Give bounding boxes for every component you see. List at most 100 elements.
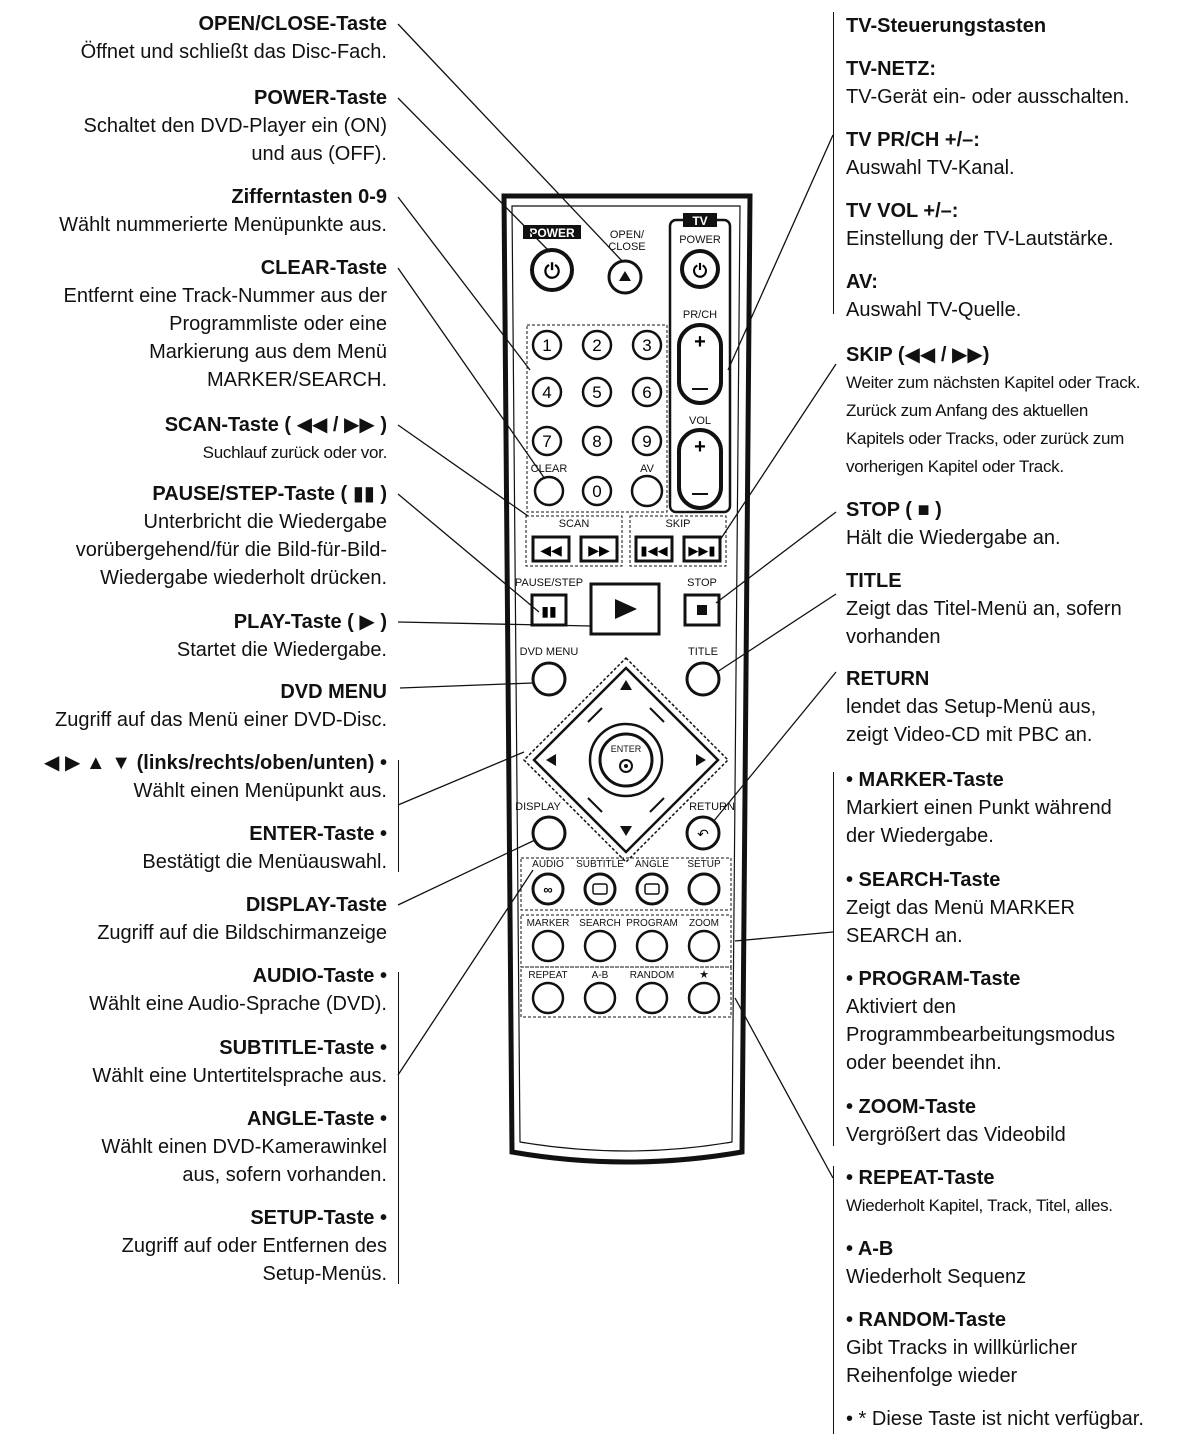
remote-audio-label: AUDIO (532, 859, 564, 870)
arrow-left-icon[interactable] (546, 754, 556, 766)
remote-clear-label: CLEAR (531, 463, 568, 475)
subtitle-button[interactable] (583, 872, 617, 906)
remote-subtitle-label: SUBTITLE (576, 859, 624, 870)
remote-marker-label: MARKER (527, 918, 570, 929)
digit-1-button[interactable] (531, 329, 563, 361)
stop-button[interactable] (683, 593, 721, 627)
digit-2-button[interactable] (581, 329, 613, 361)
label-tv-power: TV-NETZ:TV-Gerät ein- oder ausschalten. (846, 58, 1130, 108)
dvd-menu-button[interactable] (531, 661, 567, 697)
remote-repeat-label: REPEAT (528, 970, 567, 981)
arrow-down-icon[interactable] (620, 826, 632, 836)
remote-vol-label: VOL (689, 415, 711, 427)
prch-rocker[interactable] (677, 323, 723, 405)
subtitle-icon (592, 883, 608, 895)
remote-prch-label: PR/CH (683, 309, 717, 321)
label-stop: STOP ( ■ )Hält die Wiedergabe an. (846, 499, 1061, 549)
av-button[interactable] (630, 474, 664, 508)
digit-5-button[interactable] (581, 376, 613, 408)
stop-icon (697, 605, 707, 615)
remote-av-label: AV (640, 463, 655, 475)
digit-8-label: 8 (592, 432, 601, 451)
label-subtitle: SUBTITLE-Taste •Wählt eine Untertitelspr… (92, 1037, 387, 1087)
svg-text:+: + (694, 331, 706, 353)
tv-power-button[interactable] (680, 249, 720, 289)
scan-forward-button[interactable] (579, 535, 619, 563)
digit-0-button[interactable] (581, 475, 613, 507)
setup-button[interactable] (687, 872, 721, 906)
bracket-repeat-random (833, 1166, 834, 1434)
arrow-up-icon[interactable] (620, 680, 632, 690)
digit-0-label: 0 (592, 482, 601, 501)
angle-button[interactable] (635, 872, 669, 906)
leader-lines (397, 23, 837, 1179)
display-button[interactable] (531, 815, 567, 851)
remote-search-label: SEARCH (579, 918, 621, 929)
skip-back-button[interactable] (634, 535, 674, 563)
star-button[interactable] (687, 981, 721, 1015)
play-button[interactable] (589, 582, 661, 636)
remote-display-label: DISPLAY (515, 801, 561, 813)
skip-forward-icon: ▶▶▮ (688, 543, 715, 558)
digit-4-button[interactable] (531, 376, 563, 408)
digit-4-label: 4 (542, 383, 551, 402)
digit-6-label: 6 (642, 383, 651, 402)
label-note-unavailable: • * Diese Taste ist nicht verfügbar. (846, 1408, 1144, 1430)
audio-button[interactable] (531, 872, 565, 906)
remote-power-label: POWER (529, 226, 575, 240)
repeat-button[interactable] (531, 981, 565, 1015)
scan-back-button[interactable] (531, 535, 571, 563)
label-skip: SKIP (◀◀ / ▶▶)Weiter zum nächsten Kapite… (846, 344, 1141, 476)
vol-rocker[interactable] (677, 428, 723, 510)
enter-button[interactable] (598, 732, 654, 788)
search-button[interactable] (583, 929, 617, 963)
digit-9-button[interactable] (631, 425, 663, 457)
label-av: AV:Auswahl TV-Quelle. (846, 271, 1022, 321)
return-button[interactable] (685, 815, 721, 851)
ab-button[interactable] (583, 981, 617, 1015)
remote-program-label: PROGRAM (626, 918, 678, 929)
digit-9-label: 9 (642, 432, 651, 451)
label-arrows: ◀ ▶ ▲ ▼ (links/rechts/oben/unten) •Wählt… (44, 752, 387, 802)
arrow-right-icon[interactable] (696, 754, 706, 766)
title-button[interactable] (685, 661, 721, 697)
clear-button[interactable] (533, 475, 565, 507)
label-enter: ENTER-Taste •Bestätigt die Menüauswahl. (142, 823, 387, 873)
bracket-arrows-enter (398, 760, 399, 872)
remote-setup-label: SETUP (687, 859, 721, 870)
remote-ab-label: A-B (592, 970, 609, 981)
play-icon (615, 599, 637, 619)
nav-pad[interactable] (532, 666, 720, 854)
power-button[interactable] (530, 248, 574, 292)
audio-icon: ∞ (543, 882, 552, 897)
remote-pause-label: PAUSE/STEP (515, 577, 583, 589)
remote-open-label-1: OPEN/ (610, 229, 645, 241)
remote-tv-label: TV (692, 214, 707, 228)
program-button[interactable] (635, 929, 669, 963)
digit-7-button[interactable] (531, 425, 563, 457)
digit-3-label: 3 (642, 336, 651, 355)
label-angle: ANGLE-Taste •Wählt einen DVD-Kamerawinke… (101, 1108, 387, 1186)
remote-stop-label: STOP (687, 577, 717, 589)
bracket-audio-setup (398, 972, 399, 1284)
digit-8-button[interactable] (581, 425, 613, 457)
skip-back-icon: ▮◀◀ (640, 543, 667, 558)
label-pause-step: PAUSE/STEP-Taste ( ▮▮ )Unterbricht die W… (75, 483, 387, 589)
zoom-button[interactable] (687, 929, 721, 963)
skip-forward-button[interactable] (682, 535, 722, 563)
digit-3-button[interactable] (631, 329, 663, 361)
open-close-button[interactable] (607, 259, 643, 295)
label-audio: AUDIO-Taste •Wählt eine Audio-Sprache (D… (89, 965, 387, 1015)
digit-6-button[interactable] (631, 376, 663, 408)
marker-button[interactable] (531, 929, 565, 963)
random-button[interactable] (635, 981, 669, 1015)
